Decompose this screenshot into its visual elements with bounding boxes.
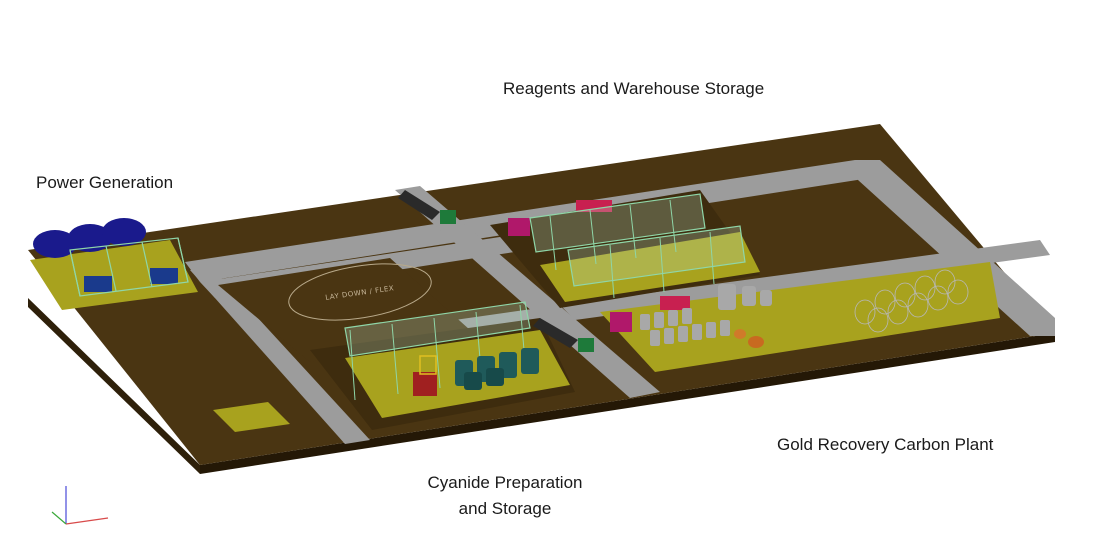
lay-down-area: LAY DOWN / FLEX — [218, 258, 470, 362]
cyanide-label-line1: Cyanide Preparation — [427, 473, 583, 492]
ground-side-face — [28, 298, 200, 474]
truck-top — [398, 190, 456, 224]
gold-tanks — [640, 284, 772, 346]
reagents-warehouse-label: Reagents and Warehouse Storage — [503, 79, 765, 98]
cyanide-preparation-label: Cyanide Preparation and Storage — [405, 470, 605, 522]
cyanide-tanks — [455, 348, 539, 390]
empty-pad — [213, 402, 290, 432]
power-generation-label: Power Generation — [36, 173, 174, 192]
generator-tanks — [33, 218, 146, 258]
cyanide-preparation-area — [310, 301, 575, 430]
truck-middle — [533, 318, 594, 352]
gold-recovery-area — [600, 262, 1000, 372]
power-generation-area — [30, 218, 198, 310]
axis-indicator — [51, 486, 109, 525]
gold-recovery-label: Gold Recovery Carbon Plant — [777, 435, 994, 454]
ground-side-face-front — [200, 333, 1055, 474]
cyanide-label-line2: and Storage — [458, 499, 552, 518]
reagents-warehouse-area — [490, 190, 760, 308]
